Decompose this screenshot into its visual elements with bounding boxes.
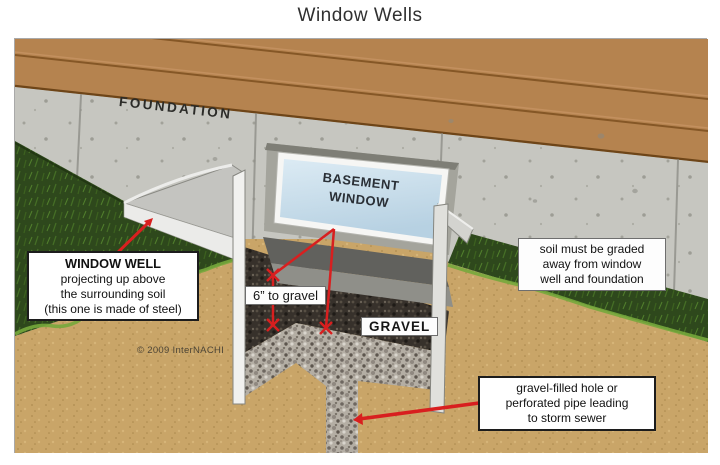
steel-window-well [122, 163, 474, 414]
gravel-hole-line: perforated pipe leading [505, 395, 629, 410]
soil-graded-line: well and foundation [540, 271, 644, 286]
soil-graded-line: soil must be graded [539, 242, 645, 256]
gravel-label: GRAVEL [361, 317, 439, 336]
illustration-frame [14, 38, 708, 453]
window-sill-dark [263, 237, 449, 287]
window-well-callout-title: WINDOW WELL [65, 256, 161, 271]
window-well-callout-line: (this one is made of steel) [44, 301, 182, 316]
gravel-hole-callout: gravel-filled hole or perforated pipe le… [478, 376, 656, 431]
copyright-text: © 2009 InterNACHI [137, 345, 225, 356]
scene-graphic [15, 39, 708, 453]
six-inch-to-gravel-label: 6” to gravel [245, 286, 327, 305]
dimension-x-marks [266, 268, 333, 335]
window-well-callout-line: the surrounding soil [60, 286, 166, 301]
gravel-hole-line: to storm sewer [527, 410, 607, 425]
soil-graded-callout: soil must be graded away from window wel… [518, 238, 666, 291]
window-sill-ledge [271, 263, 453, 307]
page-title: Window Wells [297, 5, 423, 26]
window-glass [280, 159, 442, 239]
gravel-hole-line: gravel-filled hole or [516, 381, 618, 395]
window-well-callout: WINDOW WELL projecting up above the surr… [27, 251, 199, 322]
gravel-bed-and-shaft [244, 323, 444, 453]
concrete-spots [212, 119, 638, 203]
well-left-flange [232, 169, 246, 405]
wood-siding [15, 39, 708, 164]
well-right-flange [429, 203, 449, 414]
window-well-callout-line: projecting up above [60, 271, 166, 286]
basement-window [263, 143, 459, 307]
soil-graded-line: away from window [542, 256, 642, 271]
